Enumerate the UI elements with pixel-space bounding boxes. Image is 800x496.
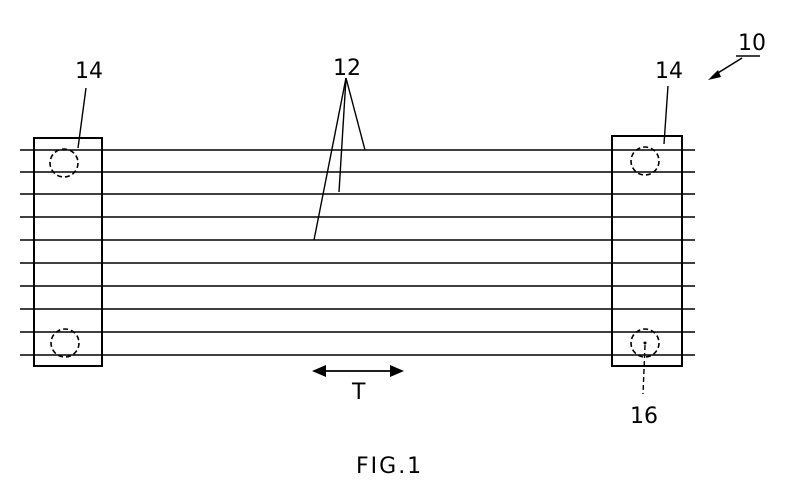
- label-holder-left: 14: [75, 59, 103, 84]
- leader-14-right: [663, 85, 669, 145]
- holder-right: [611, 135, 683, 367]
- holder-left: [33, 137, 103, 367]
- leader-lines: [77, 77, 669, 395]
- label-direction: T: [351, 380, 366, 405]
- label-assembly: 10: [738, 31, 766, 56]
- leader-12-b: [338, 77, 347, 193]
- hole-left-bottom: [50, 328, 80, 358]
- leader-14-left: [77, 87, 87, 149]
- leader-12-a: [313, 77, 347, 241]
- hole-right-top: [630, 146, 660, 176]
- label-holder-right: 14: [655, 59, 683, 84]
- label-hole: 16: [630, 404, 658, 429]
- hole-right-bottom: [630, 328, 660, 358]
- hole-center-dot: [643, 341, 647, 345]
- strands: [20, 149, 695, 356]
- leader-12-c: [345, 77, 366, 151]
- hole-left-top: [49, 148, 79, 178]
- assembly-arrow: [708, 55, 760, 80]
- leader-16: [642, 344, 646, 395]
- figure-caption: FIG.1: [356, 454, 423, 479]
- direction-arrow: [312, 365, 404, 377]
- label-strands: 12: [333, 56, 361, 81]
